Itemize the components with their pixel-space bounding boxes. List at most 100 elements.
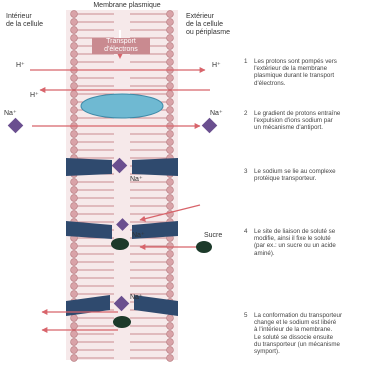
lipid-head	[166, 194, 174, 202]
lipid-head	[70, 338, 78, 346]
lipid-head	[166, 322, 174, 330]
lipid-head	[70, 10, 78, 18]
electron-transport-label: Transport d'électrons	[92, 38, 150, 54]
transporter-step4-left	[66, 221, 112, 239]
lipid-head	[166, 130, 174, 138]
step-text: Le site de liaison de soluté se modifie,…	[254, 228, 336, 257]
lipid-head	[166, 26, 174, 34]
lipid-head	[70, 250, 78, 258]
lipid-head	[166, 42, 174, 50]
step-number: 2	[244, 110, 248, 117]
lipid-head	[70, 42, 78, 50]
lipid-head	[70, 130, 78, 138]
lipid-head	[166, 58, 174, 66]
sodium-step4-icon	[116, 218, 129, 231]
sodium-right-icon	[201, 117, 218, 134]
lipid-head	[70, 290, 78, 298]
lipid-head	[70, 202, 78, 210]
lipid-head	[70, 330, 78, 338]
lipid-head	[70, 106, 78, 114]
lipid-head	[70, 346, 78, 354]
transporter-step5-left	[66, 295, 110, 316]
sugar-label: Sucre	[204, 232, 223, 239]
lipid-head	[70, 354, 78, 362]
lipid-head	[70, 26, 78, 34]
exterior-label: Extérieur de la cellule ou périplasme	[186, 13, 230, 36]
lipid-head	[70, 242, 78, 250]
lipid-head	[70, 146, 78, 154]
lipid-head	[166, 90, 174, 98]
transporter-step3-right	[132, 158, 178, 176]
transporter-step4-right	[132, 221, 178, 239]
lipid-head	[166, 18, 174, 26]
lipid-head	[70, 210, 78, 218]
sodium-step3-icon	[111, 157, 128, 174]
lipid-head	[166, 50, 174, 58]
lipid-head	[70, 178, 78, 186]
lipid-head	[166, 106, 174, 114]
lipid-head	[166, 138, 174, 146]
sodium-entry-arrow	[139, 204, 201, 222]
lipid-head	[70, 266, 78, 274]
lipid-head	[70, 322, 78, 330]
lipid-head	[70, 258, 78, 266]
lipid-head	[70, 50, 78, 58]
sodium-label-step3: Na⁺	[130, 176, 143, 183]
lipid-head	[166, 202, 174, 210]
sodium-left-icon	[7, 117, 24, 134]
lipid-head	[166, 114, 174, 122]
molecules	[7, 117, 218, 328]
proton-label-in: H⁺	[16, 62, 25, 69]
sodium-label-right: Na⁺	[210, 110, 223, 117]
lipid-head	[70, 18, 78, 26]
lipid-head	[166, 346, 174, 354]
lipid-head	[70, 90, 78, 98]
lipid-head	[166, 354, 174, 362]
lipid-head	[70, 274, 78, 282]
lipid-head	[166, 146, 174, 154]
proton-label-out: H⁺	[212, 62, 221, 69]
lipid-head	[166, 274, 174, 282]
lipid-head	[166, 178, 174, 186]
lipid-head	[70, 82, 78, 90]
lipid-head	[70, 34, 78, 42]
interior-label: Intérieur de la cellule	[6, 13, 43, 28]
sodium-label-step4: Na⁺	[132, 232, 145, 239]
step-number: 4	[244, 228, 248, 235]
lipid-head	[166, 338, 174, 346]
lipid-head	[166, 82, 174, 90]
step-text: Le sodium se lie au complexe protéique t…	[254, 168, 336, 183]
lipid-head	[70, 138, 78, 146]
step-text: Le gradient de protons entraîne l'expuls…	[254, 110, 341, 132]
step-text: Les protons sont pompés vers l'extérieur…	[254, 58, 337, 87]
sugar-step4-icon	[111, 238, 129, 250]
lipid-head	[70, 58, 78, 66]
electron-transport-channel	[80, 93, 164, 119]
transport-proteins	[66, 93, 178, 316]
sugar-step5-icon	[113, 316, 131, 328]
lipid-head	[70, 314, 78, 322]
step-text: La conformation du transporteur change e…	[254, 312, 343, 356]
step-number: 3	[244, 168, 248, 175]
lipid-head	[70, 74, 78, 82]
lipid-head	[70, 114, 78, 122]
lipid-head	[166, 250, 174, 258]
lipid-head	[70, 194, 78, 202]
step-number: 1	[244, 58, 248, 65]
lipid-head	[166, 74, 174, 82]
lipid-head	[166, 290, 174, 298]
lipid-head	[70, 186, 78, 194]
transporter-step3-left	[66, 158, 112, 176]
lipid-head	[166, 330, 174, 338]
lipid-head	[166, 186, 174, 194]
lipid-head	[166, 242, 174, 250]
lipid-head	[166, 98, 174, 106]
transporter-step5-right	[134, 295, 178, 316]
sugar-outside-icon	[196, 241, 212, 253]
step-number: 5	[244, 312, 248, 319]
sodium-label-left: Na⁺	[4, 110, 17, 117]
sodium-label-step5: Na⁺	[130, 294, 143, 301]
lipid-head	[70, 98, 78, 106]
